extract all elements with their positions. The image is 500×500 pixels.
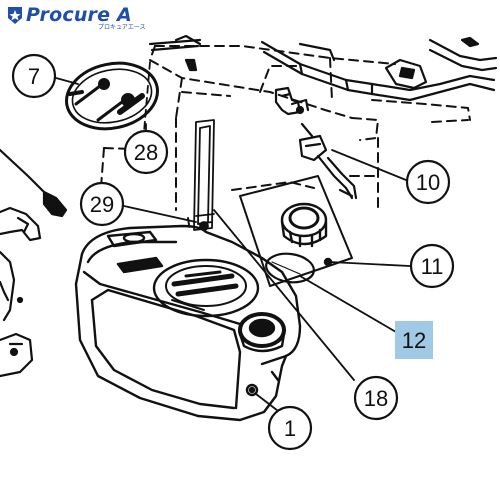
part-11-cap: [239, 175, 353, 287]
callout-label: 10: [416, 170, 440, 195]
callout-10[interactable]: 10: [405, 159, 451, 205]
callout-1[interactable]: 1: [267, 405, 313, 451]
star-logo-icon: [8, 7, 22, 24]
callout-28[interactable]: 28: [123, 129, 169, 175]
dashed-frame-upper: [149, 45, 471, 141]
callout-18[interactable]: 18: [353, 375, 399, 421]
callout-7[interactable]: 7: [11, 53, 57, 99]
dashed-frame-middle: [99, 91, 381, 233]
brand-name: Procure A: [26, 4, 132, 26]
part-10-valve: [274, 86, 358, 200]
left-clip-parts: [0, 148, 68, 378]
callout-label: 18: [364, 386, 388, 411]
callout-label: 1: [284, 416, 296, 441]
callout-12[interactable]: 12: [395, 321, 433, 359]
callout-11[interactable]: 11: [409, 243, 455, 289]
leader-lines: [55, 77, 411, 415]
callout-label: 29: [90, 192, 114, 217]
callout-label: 11: [421, 254, 444, 279]
callout-29[interactable]: 29: [79, 181, 125, 227]
callout-label: 12: [402, 328, 426, 353]
brand-kana: プロキュアエース: [98, 25, 146, 31]
brand-logo[interactable]: Procure A プロキュアエース: [6, 4, 146, 31]
part-7-disc: [65, 61, 159, 131]
part-28-rod: [143, 61, 215, 231]
callout-label: 7: [28, 64, 40, 89]
part-1-tank-body: [74, 224, 302, 422]
top-mechanism: [148, 34, 498, 102]
callout-label: 28: [134, 140, 158, 165]
